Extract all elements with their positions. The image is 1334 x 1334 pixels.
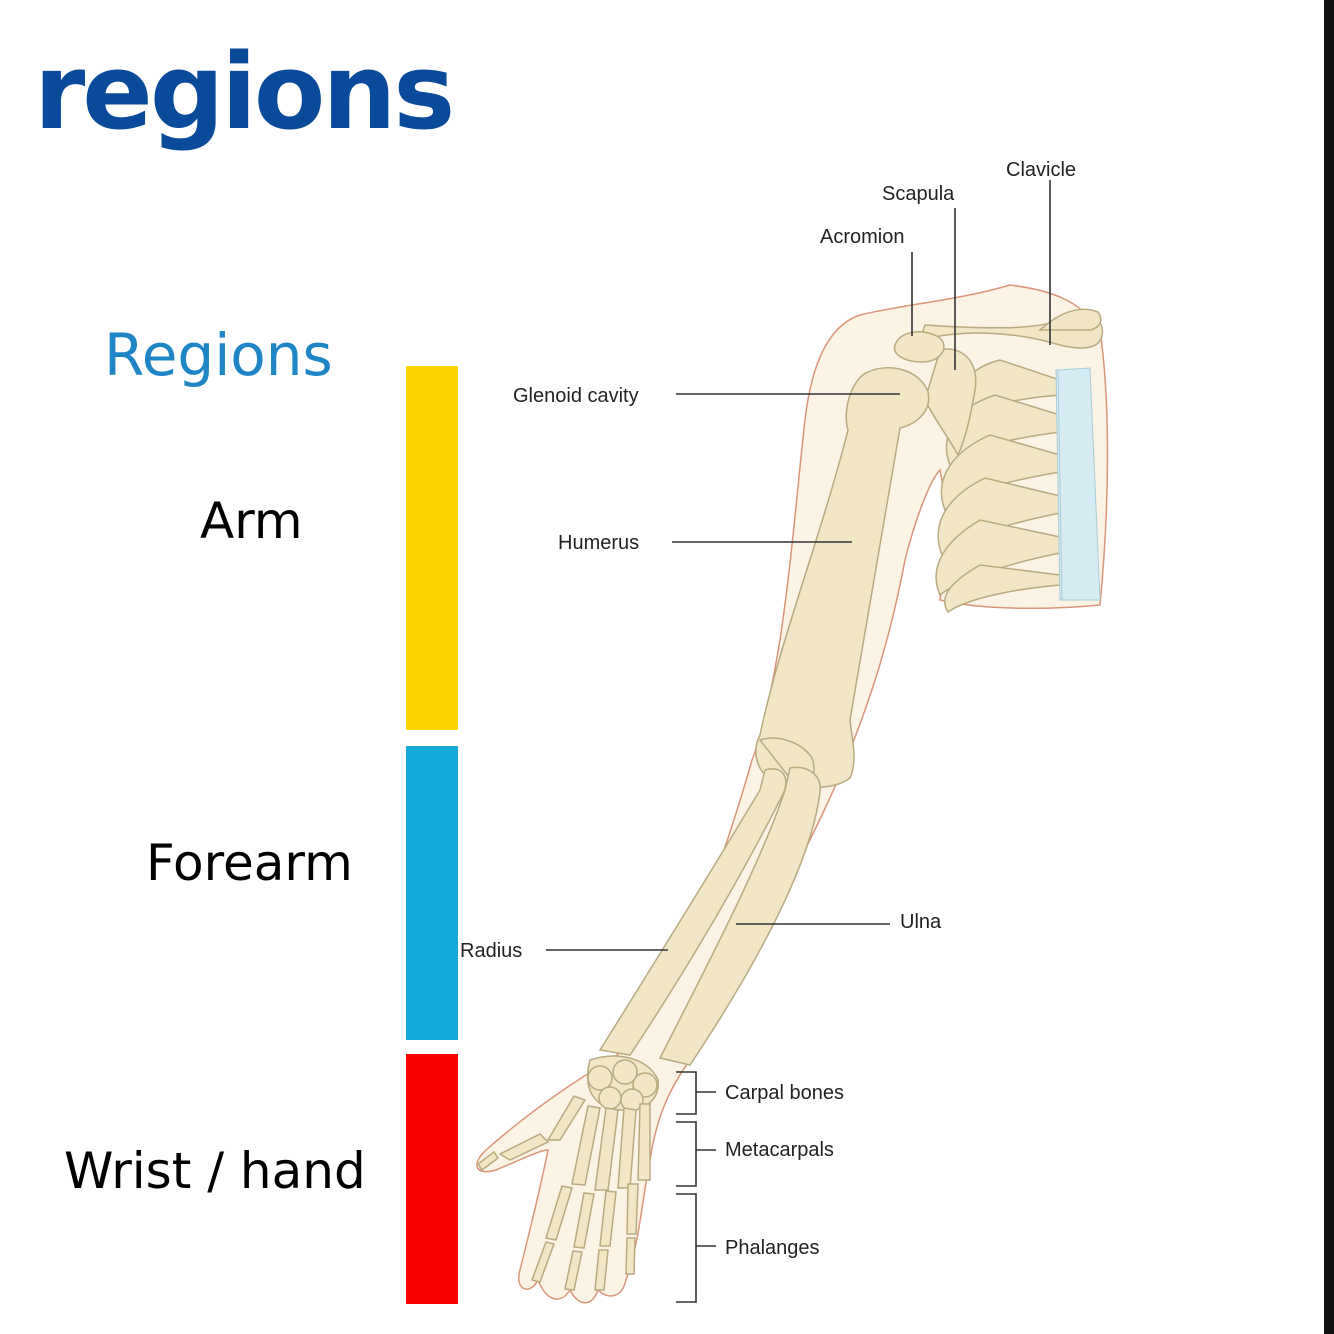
regions-heading: Regions [104,321,333,389]
label-ulna: Ulna [900,911,942,933]
label-radius: Radius [460,940,522,962]
region-bar-forearm [406,746,458,1040]
region-label-wrist-hand: Wrist / hand [64,1142,366,1200]
label-clavicle: Clavicle [1006,159,1076,181]
acromion-bone [893,331,945,363]
region-bar-arm [406,366,458,730]
label-carpal-bones: Carpal bones [725,1082,844,1104]
region-label-arm: Arm [200,492,303,550]
ulna-bone [658,766,821,1066]
label-humerus: Humerus [558,532,639,554]
region-bar-wrist-hand [406,1054,458,1304]
radius-bone [598,768,787,1056]
label-scapula: Scapula [882,183,955,205]
scapula-bone [924,348,977,457]
window-edge [1324,0,1334,1334]
label-phalanges: Phalanges [725,1237,820,1259]
label-metacarpals: Metacarpals [725,1139,834,1161]
costal-cartilage [1055,367,1101,601]
label-acromion: Acromion [820,226,904,248]
humerus-bone [755,367,930,789]
phalanx-bones [476,1133,639,1291]
carpal-bones [586,1055,659,1112]
page-title: regions [34,31,455,153]
metacarpal-bones [546,1095,651,1191]
region-label-forearm: Forearm [146,834,353,892]
label-glenoid-cavity: Glenoid cavity [513,385,639,407]
clavicle-bone [918,311,1104,349]
rib-cage [935,359,1061,614]
